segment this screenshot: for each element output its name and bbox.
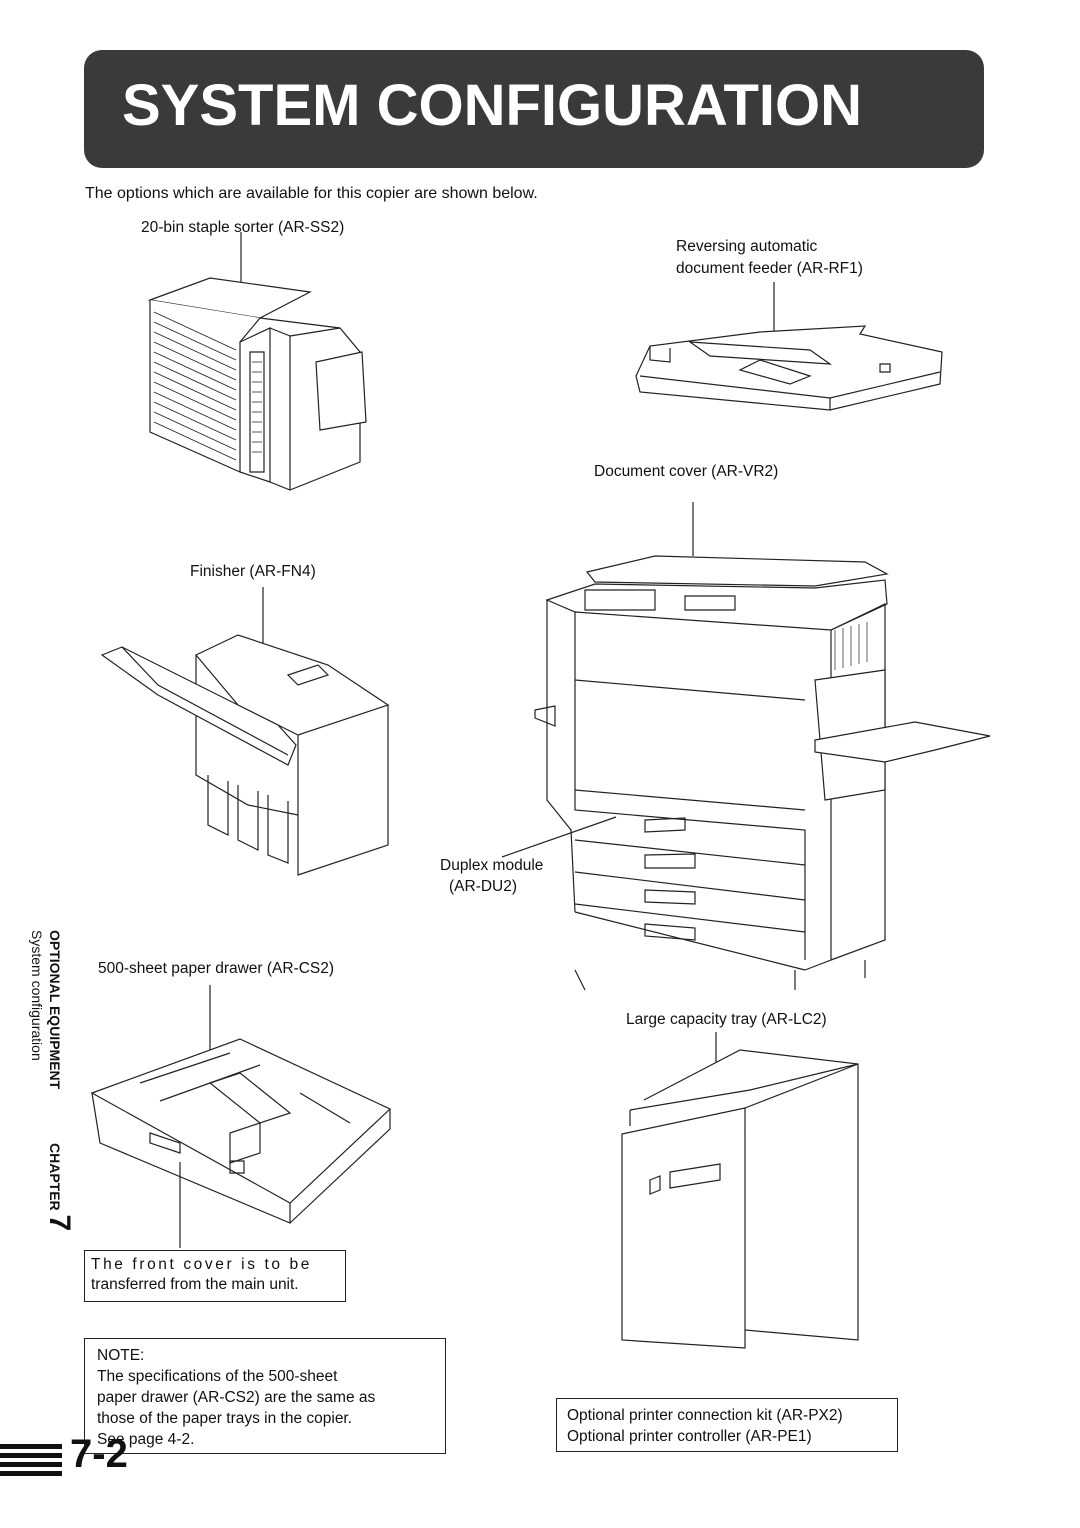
side-chapter-number: 7 — [43, 1214, 76, 1232]
label-paper-drawer: 500-sheet paper drawer (AR-CS2) — [98, 960, 335, 977]
label-duplex-module-line1: Duplex module — [440, 857, 544, 874]
intro-text: The options which are available for this… — [85, 185, 538, 202]
label-finisher: Finisher (AR-FN4) — [190, 563, 316, 580]
note-box: NOTE: The specifications of the 500-shee… — [84, 1338, 446, 1454]
label-large-capacity-tray: Large capacity tray (AR-LC2) — [626, 1011, 827, 1028]
front-cover-note-box: The front cover is to be transferred fro… — [84, 1250, 346, 1302]
page-number-rules — [0, 1444, 62, 1476]
printer-kit-label: Optional printer connection kit (AR-PX2) — [567, 1407, 843, 1424]
label-reversing-feeder-line1: Reversing automatic — [676, 238, 818, 255]
staple-sorter-illustration — [140, 232, 380, 492]
paper-drawer-illustration — [90, 983, 395, 1228]
printer-controller-label: Optional printer controller (AR-PE1) — [567, 1428, 812, 1445]
note-line2: paper drawer (AR-CS2) are the same as — [97, 1389, 376, 1406]
label-duplex-module-line2: (AR-DU2) — [449, 878, 518, 895]
note-line4: See page 4-2. — [97, 1431, 195, 1448]
note-line3: those of the paper trays in the copier. — [97, 1410, 353, 1427]
duplex-leader-line — [500, 815, 620, 860]
side-subsection: System configuration — [29, 930, 45, 1061]
side-section-title: OPTIONAL EQUIPMENT — [47, 930, 63, 1090]
note-heading: NOTE: — [97, 1347, 145, 1364]
page-number: 7-2 — [70, 1432, 128, 1476]
title-banner — [84, 50, 984, 168]
side-chapter-label: CHAPTER — [47, 1142, 63, 1211]
finisher-illustration — [98, 585, 393, 875]
front-cover-leader-line — [170, 1160, 190, 1250]
document-feeder-illustration — [630, 280, 945, 415]
large-capacity-tray-illustration — [600, 1030, 865, 1350]
printer-options-box: Optional printer connection kit (AR-PX2)… — [556, 1398, 898, 1452]
label-staple-sorter: 20-bin staple sorter (AR-SS2) — [141, 219, 345, 236]
copier-illustration — [535, 500, 995, 995]
front-cover-note-line2: transferred from the main unit. — [91, 1276, 299, 1293]
chapter-side-tab: OPTIONAL EQUIPMENT CHAPTER 7 System conf… — [28, 930, 76, 1270]
front-cover-note-line1: The front cover is to be — [91, 1256, 312, 1273]
page-title: SYSTEM CONFIGURATION — [122, 73, 863, 138]
note-line1: The specifications of the 500-sheet — [97, 1368, 338, 1385]
label-document-cover: Document cover (AR-VR2) — [594, 463, 779, 480]
label-reversing-feeder-line2: document feeder (AR-RF1) — [676, 260, 863, 277]
